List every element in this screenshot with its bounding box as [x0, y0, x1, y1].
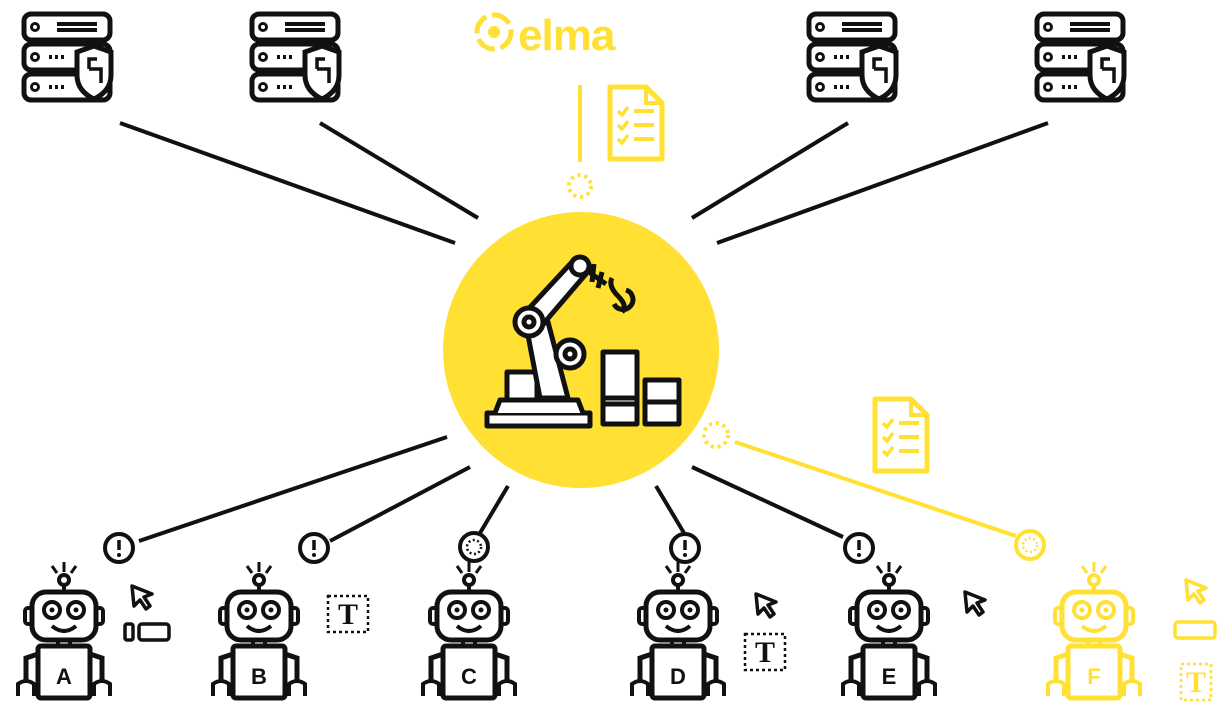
robot-d-action: T — [743, 592, 787, 672]
text-tool-icon: T — [743, 632, 787, 672]
loading-spinner-icon — [458, 531, 490, 563]
document-checklist-icon — [610, 87, 662, 159]
svg-text:T: T — [755, 636, 775, 669]
robot-a: A — [18, 562, 110, 698]
connection-robot-f — [734, 440, 1017, 538]
button-icon — [123, 622, 171, 642]
robot-d: D — [632, 562, 724, 698]
text-tool-icon: T — [326, 594, 370, 634]
robot-label: A — [56, 664, 72, 689]
robot-f-action: T — [1173, 578, 1217, 702]
connection-robot-a — [138, 435, 448, 543]
connection-server-3 — [690, 121, 850, 220]
alert-icon — [298, 532, 330, 564]
alert-icon — [669, 532, 701, 564]
secure-server-icon — [1037, 14, 1124, 100]
cursor-icon — [754, 592, 778, 619]
robot-label: B — [251, 664, 267, 689]
elma-logo-text: elma — [518, 11, 616, 60]
elma-logo: elma — [474, 11, 617, 60]
robot-label: F — [1087, 664, 1100, 689]
robot-e: E — [843, 562, 935, 698]
cursor-icon — [1184, 578, 1208, 605]
secure-server-icon — [809, 14, 896, 100]
alert-icon — [843, 532, 875, 564]
robot-label: C — [461, 664, 477, 689]
status-badges — [103, 529, 1046, 564]
document-checklist-icon — [875, 399, 927, 471]
robot-f: F — [1048, 562, 1140, 698]
robotic-arm-icon — [484, 254, 682, 429]
secure-server-icon — [24, 14, 111, 100]
connections — [119, 85, 1049, 543]
robot-b: B — [213, 562, 305, 698]
cursor-icon — [963, 590, 987, 617]
robot-a-action — [123, 584, 171, 642]
connection-server-1 — [119, 121, 456, 245]
connection-server-2 — [318, 121, 480, 220]
svg-text:T: T — [338, 598, 358, 631]
connection-robot-c — [478, 484, 510, 535]
connection-robot-d — [654, 484, 686, 535]
robotic-arm-hub — [443, 212, 719, 488]
connection-server-4 — [716, 121, 1049, 245]
loading-spinner-icon — [567, 173, 593, 199]
robot-e-action — [963, 590, 987, 617]
elma-logo-icon — [474, 12, 514, 52]
robot-label: E — [882, 664, 897, 689]
alert-icon — [103, 532, 135, 564]
robot-c: C — [423, 562, 515, 698]
connection-robot-b — [329, 465, 471, 543]
text-tool-icon: T — [1179, 662, 1213, 702]
svg-text:T: T — [1186, 666, 1206, 699]
loading-spinner-icon — [702, 421, 730, 449]
secure-server-icon — [252, 14, 339, 100]
robot-label: D — [670, 664, 686, 689]
cursor-icon — [130, 584, 154, 611]
loading-spinner-icon — [1014, 529, 1046, 561]
connection-robot-e — [691, 465, 844, 539]
input-field-icon — [1173, 620, 1217, 640]
